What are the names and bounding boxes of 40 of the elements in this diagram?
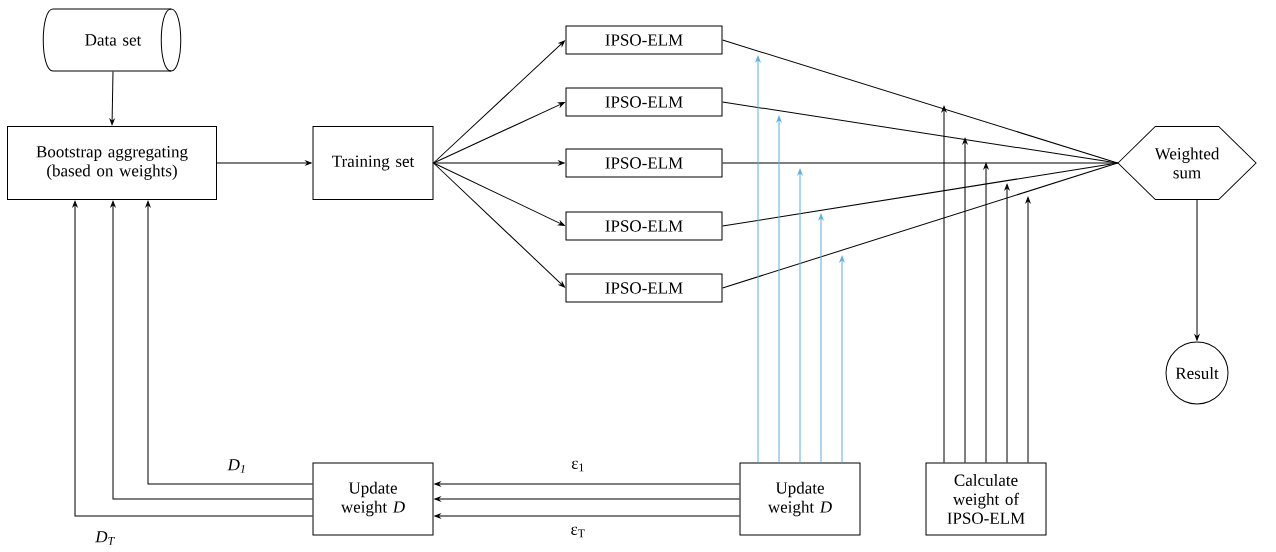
arrow	[434, 481, 740, 487]
arrow	[109, 71, 115, 126]
arrow	[776, 115, 782, 463]
model-box: IPSO-ELM	[565, 211, 723, 241]
model-box: IPSO-ELM	[565, 25, 723, 55]
arrow	[433, 162, 565, 226]
arrow	[1004, 183, 1010, 463]
arrow	[434, 513, 740, 519]
arrow	[145, 200, 313, 485]
arrow	[797, 168, 803, 463]
data-set-drum: Data set	[42, 8, 182, 72]
arrow	[434, 496, 740, 502]
model-box: IPSO-ELM	[565, 87, 723, 117]
arrow	[755, 55, 761, 463]
process-box: Update weight D	[739, 462, 861, 536]
edge-label: ε$_{T}$	[569, 525, 587, 539]
process-box: Calculate weight of IPSO-ELM	[925, 462, 1047, 536]
arrow	[818, 213, 824, 463]
process-box: Update weight D	[312, 462, 434, 536]
arrow	[433, 102, 565, 164]
process-box: Training set	[312, 126, 434, 200]
arrow	[983, 162, 989, 463]
hexagon: Weighted sum	[1117, 126, 1257, 200]
arrow	[941, 105, 947, 463]
arrow	[110, 200, 313, 500]
edge-label: D$_{1}$	[226, 458, 248, 474]
arrow	[433, 160, 565, 166]
arrow	[1194, 199, 1200, 341]
arrow	[433, 162, 565, 288]
arrow	[839, 255, 845, 463]
arrow	[1025, 196, 1031, 463]
edge-label: D$_{T}$	[94, 530, 116, 546]
model-box: IPSO-ELM	[565, 273, 723, 303]
arrow	[433, 40, 565, 164]
process-box: Bootstrap aggregating (based on weights)	[7, 126, 217, 200]
arrow	[216, 160, 312, 166]
model-box: IPSO-ELM	[565, 148, 723, 178]
arrow	[962, 137, 968, 463]
arrow	[72, 200, 313, 517]
edge-label: ε$_{1}$	[570, 459, 586, 473]
